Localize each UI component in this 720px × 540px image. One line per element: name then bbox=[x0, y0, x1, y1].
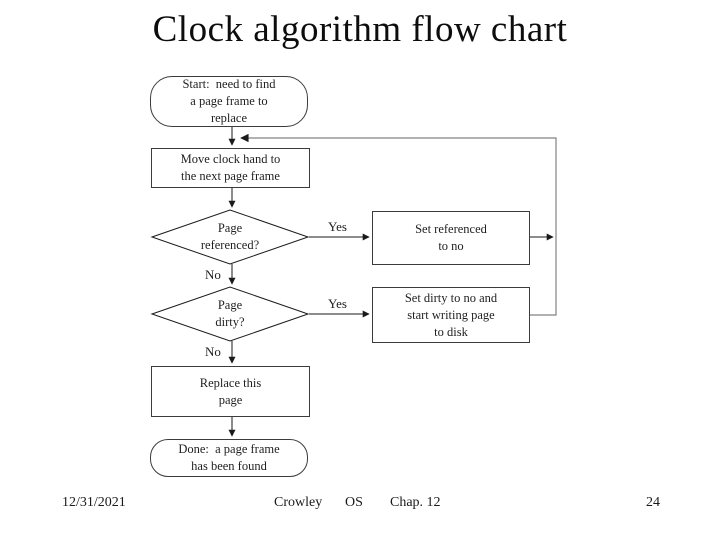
node-start: Start: need to find a page frame to repl… bbox=[150, 76, 308, 127]
footer-author: Crowley bbox=[274, 495, 323, 510]
node-done: Done: a page frame has been found bbox=[150, 439, 308, 477]
node-start-line: replace bbox=[210, 111, 248, 125]
footer-course: OS bbox=[345, 495, 363, 510]
node-move-line: Move clock hand to bbox=[180, 152, 281, 166]
node-replace-line: page bbox=[218, 392, 243, 407]
node-set-referenced-line: Set referenced bbox=[415, 222, 487, 236]
node-set-dirty: Set dirty to no and start writing page t… bbox=[372, 287, 530, 343]
slide-title: Clock algorithm flow chart bbox=[152, 9, 568, 50]
footer-chapter: Chap. 12 bbox=[390, 495, 441, 510]
node-set-referenced-line: to no bbox=[438, 239, 464, 253]
connector-feedback-loop bbox=[240, 133, 557, 316]
node-move-line: the next page frame bbox=[181, 169, 280, 183]
footer-date: 12/31/2021 bbox=[62, 495, 126, 510]
node-replace-page: Replace this page bbox=[151, 366, 310, 417]
decision-page-referenced-shape bbox=[150, 209, 310, 265]
node-start-line: Start: need to find bbox=[182, 77, 276, 91]
edge-label-yes-referenced: Yes bbox=[328, 219, 347, 234]
node-replace-line: Replace this bbox=[199, 375, 262, 390]
node-done-line: Done: a page frame bbox=[178, 442, 280, 456]
edge-label-no-referenced: No bbox=[205, 267, 221, 282]
node-done-line: has been found bbox=[191, 459, 267, 473]
edge-label-no-dirty: No bbox=[205, 344, 221, 359]
node-move-clock-hand: Move clock hand to the next page frame bbox=[151, 148, 310, 188]
decision-page-dirty-shape bbox=[150, 286, 310, 342]
node-set-dirty-line: to disk bbox=[434, 324, 468, 339]
edge-label-yes-dirty: Yes bbox=[328, 296, 347, 311]
node-start-line: a page frame to bbox=[190, 94, 268, 108]
node-set-referenced: Set referenced to no bbox=[372, 211, 530, 265]
footer-page-number: 24 bbox=[646, 495, 660, 510]
node-set-dirty-line: start writing page bbox=[407, 307, 495, 322]
node-set-dirty-line: Set dirty to no and bbox=[404, 290, 498, 305]
